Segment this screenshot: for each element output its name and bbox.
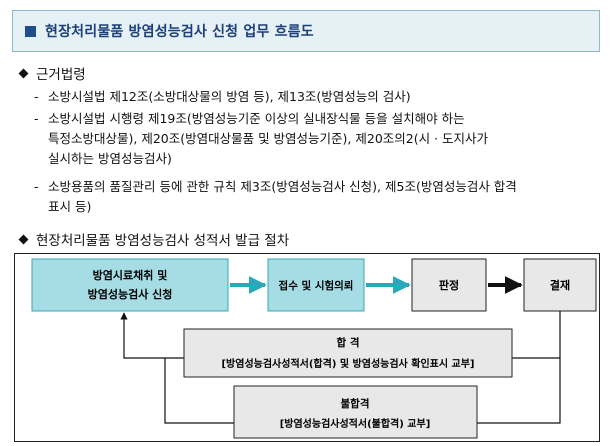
step-judgement-label: 판정 [439, 278, 459, 292]
arrow-back-to-request [120, 312, 165, 359]
dash-marker: - [34, 89, 39, 104]
step-receipt-label: 접수 및 시험의뢰 [279, 279, 354, 292]
fail-title: 불합격 [341, 397, 370, 410]
diamond-bullet-icon [18, 68, 29, 79]
basis-item-3-line-1: 소방용품의 품질관리 등에 관한 규칙 제3조(방염성능검사 신청), 제5조(… [48, 179, 517, 194]
step-sample-request-line-1: 방염시료채취 및 [93, 268, 168, 282]
title-bullet-square [25, 25, 36, 37]
pass-box [183, 328, 513, 378]
basis-item-1-line-1: 소방시설법 제12조(소방대상물의 방염 등), 제13조(방염성능의 검사) [48, 89, 411, 104]
basis-item-1: -소방시설법 제12조(소방대상물의 방염 등), 제13조(방염성능의 검사) [34, 87, 602, 107]
section-basis: 근거법령 [18, 63, 86, 83]
basis-item-2-line-2: 특정소방대상물), 제20조(방염대상물품 및 방염성능기준), 제20조의2(… [48, 131, 489, 146]
section-procedure-heading: 현장처리물품 방염성능검사 성적서 발급 절차 [36, 233, 290, 249]
pass-title: 합 격 [337, 336, 360, 349]
fail-box [233, 385, 478, 439]
section-basis-heading: 근거법령 [36, 67, 86, 83]
connector-fail-return [164, 357, 234, 424]
dash-marker: - [34, 111, 39, 126]
page-title: 현장처리물품 방염성능검사 신청 업무 흐름도 [45, 24, 314, 40]
section-procedure: 현장처리물품 방염성능검사 성적서 발급 절차 [18, 229, 290, 249]
pass-detail: [방염성능검사성적서(합격) 및 방염성능검사 확인표시 교부] [221, 357, 474, 370]
step-judgement-box [411, 258, 487, 312]
connector-to-fail [477, 311, 561, 424]
step-sample-request-box [31, 258, 229, 312]
fail-detail: [방염성능검사성적서(불합격) 교부] [280, 417, 431, 430]
flow-diagram: 방염시료채취 및 방염성능검사 신청 접수 및 시험의뢰 판정 결재 합 격 [… [14, 253, 600, 442]
basis-item-2-line-1: 소방시설법 시행령 제19조(방염성능기준 이상의 실내장식물 등을 설치해야 … [48, 111, 465, 126]
dash-marker: - [34, 179, 39, 194]
basis-item-3: -소방용품의 품질관리 등에 관한 규칙 제3조(방염성능검사 신청), 제5조… [34, 177, 602, 217]
step-sample-request-line-2: 방염성능검사 신청 [88, 287, 173, 301]
diamond-bullet-icon [18, 234, 29, 245]
basis-item-3-line-2: 표시 등) [48, 199, 92, 214]
step-approval-label: 결재 [550, 278, 570, 292]
step-receipt-box [267, 258, 365, 312]
title-bar: 현장처리물품 방염성능검사 신청 업무 흐름도 [12, 10, 600, 52]
basis-item-2: -소방시설법 시행령 제19조(방염성능기준 이상의 실내장식물 등을 설치해야… [34, 109, 602, 169]
basis-item-2-line-3: 실시하는 방염성능검사) [48, 151, 172, 166]
